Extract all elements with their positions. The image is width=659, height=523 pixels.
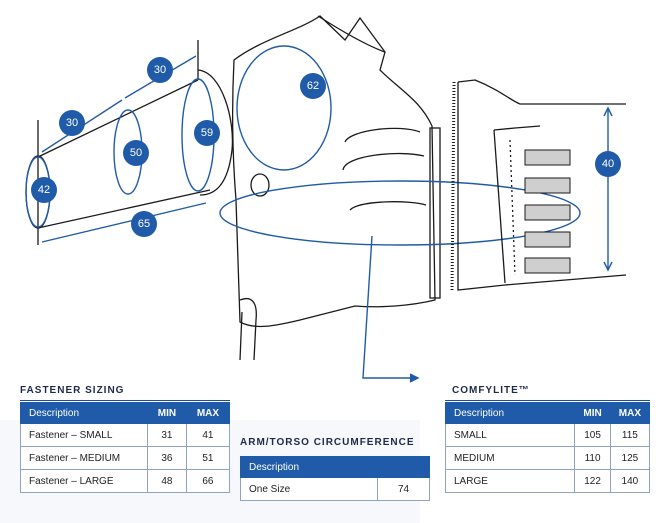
badge-30-lower-label: 30 <box>66 117 78 129</box>
table-row: LARGE 122 140 <box>444 469 651 493</box>
badge-30-upper-label: 30 <box>154 64 166 76</box>
badge-40 <box>595 151 621 177</box>
measurement-badges: 42 30 30 50 59 65 62 40 <box>31 57 621 237</box>
row-description: Fastener – LARGE <box>20 469 148 493</box>
row-min: 122 <box>574 469 611 493</box>
table-row: One Size 74 <box>240 477 430 501</box>
table-row: Fastener – SMALL 31 41 <box>20 423 231 447</box>
row-max: 51 <box>185 446 231 470</box>
arm-torso-table: Description One Size 74 <box>240 456 430 501</box>
row-description: One Size <box>240 477 378 501</box>
badge-50-label: 50 <box>130 147 142 159</box>
header-min: MIN <box>147 402 187 424</box>
row-value: 74 <box>377 477 430 501</box>
arm-torso-title: ARM/TORSO CIRCUMFERENCE <box>240 437 415 448</box>
comfylite-title-rule <box>445 400 650 401</box>
badge-30-upper <box>147 57 173 83</box>
badge-59-label: 59 <box>201 127 213 139</box>
header-description: Description <box>444 402 576 424</box>
badge-65-label: 65 <box>138 218 150 230</box>
comfylite-table: Description MIN MAX SMALL 105 115 MEDIUM… <box>444 402 651 493</box>
badge-30-lower <box>59 110 85 136</box>
badge-62-label: 62 <box>307 80 319 92</box>
row-min: 48 <box>147 469 187 493</box>
badge-42 <box>31 177 57 203</box>
fastener-sizing-title: FASTENER SIZING <box>20 385 125 396</box>
row-max: 115 <box>609 423 651 447</box>
row-max: 140 <box>609 469 651 493</box>
row-min: 36 <box>147 446 187 470</box>
comfylite-title: COMFYLITE™ <box>452 385 530 396</box>
row-max: 66 <box>185 469 231 493</box>
badge-59 <box>194 120 220 146</box>
torso-outline <box>232 15 441 361</box>
header-min: MIN <box>574 402 611 424</box>
strap-panel-outline <box>450 79 627 291</box>
chest-measure-ring <box>236 45 332 171</box>
badge-65 <box>131 211 157 237</box>
row-description: SMALL <box>444 423 576 447</box>
badge-50 <box>123 140 149 166</box>
strap-height-arrow <box>603 106 613 272</box>
header-description: Description <box>20 402 148 424</box>
row-description: MEDIUM <box>444 446 576 470</box>
row-min: 110 <box>574 446 611 470</box>
row-max: 41 <box>185 423 231 447</box>
badge-62 <box>300 73 326 99</box>
row-max: 125 <box>609 446 651 470</box>
strap-buckles <box>524 149 571 274</box>
row-description: Fastener – MEDIUM <box>20 446 148 470</box>
table-row: Fastener – MEDIUM 36 51 <box>20 446 231 470</box>
table-row: MEDIUM 110 125 <box>444 446 651 470</box>
row-description: LARGE <box>444 469 576 493</box>
badge-40-label: 40 <box>602 158 614 170</box>
table-row: Fastener – LARGE 48 66 <box>20 469 231 493</box>
table-header-row: Description <box>240 456 430 478</box>
header-description: Description <box>240 456 430 478</box>
row-min: 105 <box>574 423 611 447</box>
row-description: Fastener – SMALL <box>20 423 148 447</box>
pointer-arrow <box>362 235 420 383</box>
header-max: MAX <box>609 402 651 424</box>
torso-circumference-ring <box>219 180 581 246</box>
fastener-title-rule <box>20 400 230 401</box>
row-min: 31 <box>147 423 187 447</box>
badge-42-label: 42 <box>38 184 50 196</box>
table-header-row: Description MIN MAX <box>444 402 651 424</box>
fastener-sizing-table: Description MIN MAX Fastener – SMALL 31 … <box>20 402 231 493</box>
table-header-row: Description MIN MAX <box>20 402 231 424</box>
table-row: SMALL 105 115 <box>444 423 651 447</box>
header-max: MAX <box>185 402 231 424</box>
